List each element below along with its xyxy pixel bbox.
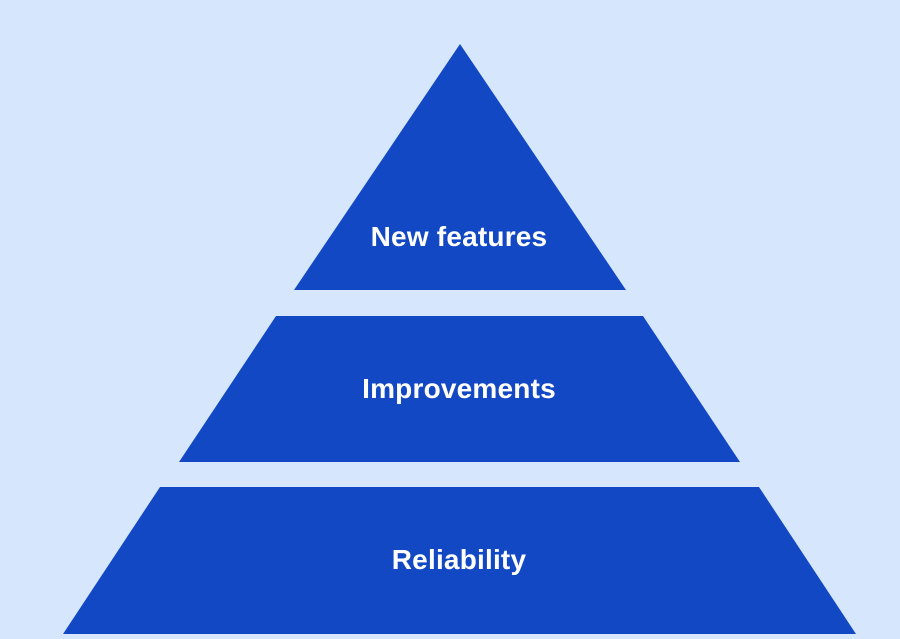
pyramid-tier-bottom-label: Reliability bbox=[391, 544, 527, 575]
pyramid-tier-middle-shape bbox=[179, 316, 740, 462]
pyramid-tier-top-shape bbox=[294, 44, 626, 290]
pyramid-tier-bottom-shape bbox=[63, 487, 856, 634]
pyramid-tier-top-label: New features bbox=[370, 221, 548, 252]
pyramid-tier-middle-label: Improvements bbox=[362, 373, 556, 404]
